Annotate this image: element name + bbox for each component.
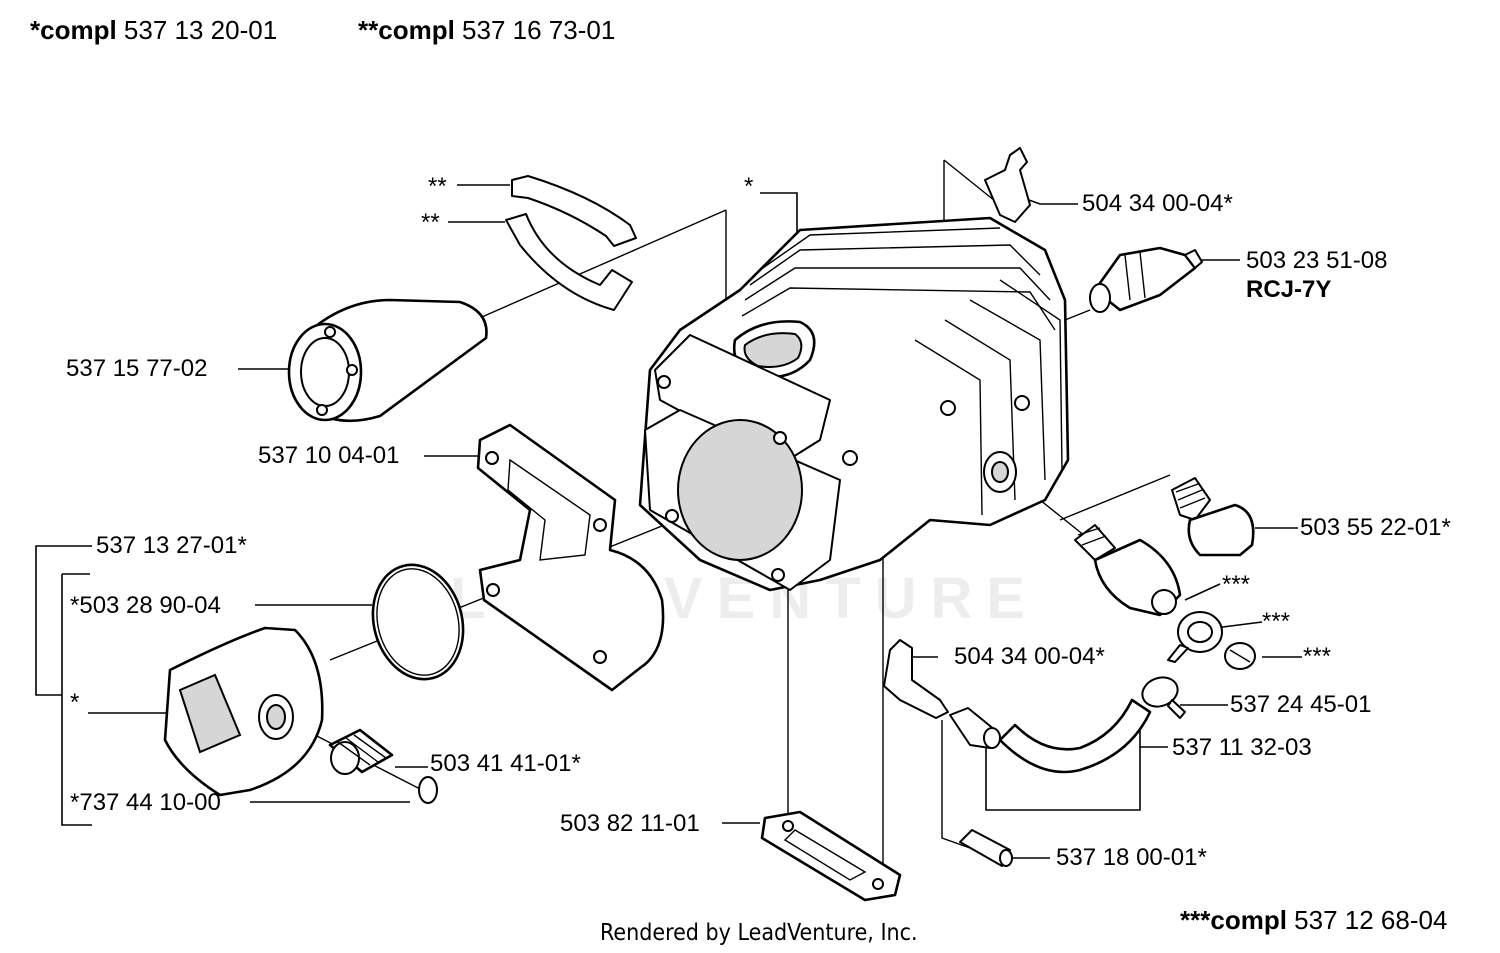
label-triple-star-1: *** — [1222, 571, 1251, 598]
compl-prefix-3: ***compl — [1180, 905, 1287, 935]
needle-bearing — [328, 728, 394, 775]
hose-connector — [949, 707, 1001, 749]
cylinder — [638, 216, 1070, 592]
label-504-34-00-04-top: 504 34 00-04* — [1082, 190, 1233, 217]
label-503-55-22-01: 503 55 22-01* — [1300, 514, 1451, 541]
label-537-10-04-01: 537 10 04-01 — [258, 442, 400, 469]
piston-ring — [371, 563, 465, 681]
compl-note-1: *compl 537 13 20-01 — [30, 16, 277, 44]
compl-number-1: 537 13 20-01 — [123, 15, 278, 45]
banjo-screw — [1224, 642, 1256, 670]
label-503-82-11-01: 503 82 11-01 — [560, 810, 700, 837]
circlip — [418, 776, 438, 804]
compl-prefix-1: *compl — [30, 15, 117, 45]
elbow-nipple-mid — [883, 639, 949, 719]
label-737-44-10-00: *737 44 10-00 — [70, 789, 221, 816]
compl-number-2: 537 16 73-01 — [462, 15, 616, 45]
exhaust-gasket — [760, 810, 902, 902]
compl-note-3: ***compl 537 12 68-04 — [1180, 906, 1447, 934]
label-rcj-7y: RCJ-7Y — [1246, 276, 1332, 303]
label-537-15-77-02: 537 15 77-02 — [66, 355, 208, 382]
impulse-fitting — [1074, 524, 1182, 617]
impulse-hose — [998, 698, 1152, 774]
label-piston-star: * — [70, 689, 80, 716]
label-clamp-lower: ** — [421, 209, 440, 236]
label-537-13-27-01: 537 13 27-01* — [96, 532, 247, 559]
footer-credit: Rendered by LeadVenture, Inc. — [600, 920, 918, 946]
cylinder-gasket — [476, 423, 665, 692]
label-503-23-51-08: 503 23 51-08 — [1246, 247, 1388, 274]
label-504-34-00-04-mid: 504 34 00-04* — [954, 643, 1105, 670]
label-537-24-45-01: 537 24 45-01 — [1230, 691, 1372, 718]
elbow-nipple-top — [984, 147, 1031, 223]
label-triple-star-2: *** — [1262, 608, 1291, 635]
decompression-valve — [1171, 477, 1255, 557]
label-503-28-90-04: *503 28 90-04 — [70, 592, 221, 619]
label-503-41-41-01: 503 41 41-01* — [430, 750, 581, 777]
spark-plug — [1089, 246, 1203, 313]
hose-clamp — [1141, 676, 1186, 719]
label-537-18-00-01: 537 18 00-01* — [1056, 844, 1207, 871]
banjo-ring — [1167, 611, 1223, 663]
intake-clamp-upper — [511, 175, 637, 247]
intake-clamp-lower — [505, 213, 633, 311]
piston — [163, 626, 324, 797]
label-cylinder-star: * — [744, 173, 754, 200]
intake-manifold — [287, 298, 488, 423]
compl-number-3: 537 12 68-04 — [1294, 905, 1448, 935]
label-clamp-upper: ** — [428, 173, 447, 200]
compl-prefix-2: **compl — [358, 15, 455, 45]
plug-pin — [959, 829, 1013, 867]
compl-note-2: **compl 537 16 73-01 — [358, 16, 615, 44]
label-537-11-32-03: 537 11 32-03 — [1172, 734, 1312, 761]
label-triple-star-3: *** — [1303, 643, 1332, 670]
